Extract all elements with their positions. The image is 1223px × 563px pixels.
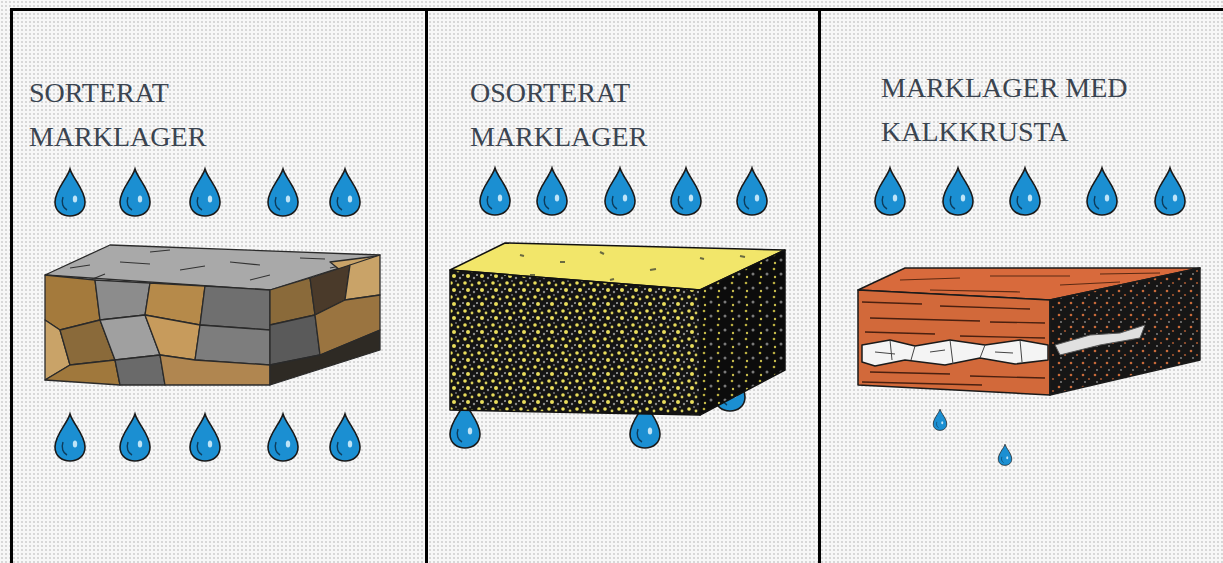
panel-heading: MARKLAGER MED KALKKRUSTA	[881, 66, 1151, 154]
soil-panel: SORTERAT MARKLAGER	[10, 8, 425, 563]
soil-panel: MARKLAGER MED KALKKRUSTA	[818, 8, 1223, 563]
water-drops	[55, 169, 360, 461]
lime-crust-soil-block	[858, 268, 1200, 395]
unsorted-soil-block	[450, 243, 785, 415]
soil-panel: OSORTERAT MARKLAGER	[425, 8, 818, 563]
panel-heading: SORTERAT MARKLAGER	[29, 71, 259, 159]
sorted-soil-block	[45, 245, 380, 385]
panel-heading: OSORTERAT MARKLAGER	[470, 71, 700, 159]
